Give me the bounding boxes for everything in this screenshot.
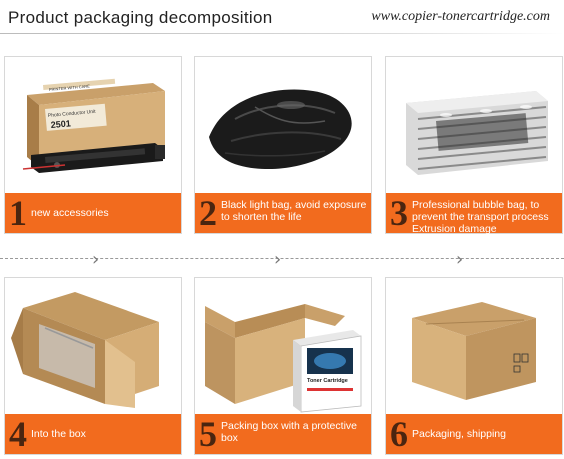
step-band-1: 1 new accessories (5, 193, 181, 233)
box-label: Photo Conductor Unit (48, 109, 97, 119)
row-divider (0, 258, 564, 260)
step-caption: Packing box with a protective box (221, 420, 357, 444)
page-header: Product packaging decomposition www.copi… (0, 0, 564, 36)
header-divider (0, 33, 564, 34)
step-band-6: 6 Packaging, shipping (386, 414, 562, 454)
step-band-3: 3 Professional bubble bag, to prevent th… (386, 193, 562, 235)
step-card-6: 6 Packaging, shipping (385, 277, 563, 455)
step-band-5: 5 Packing box with a protective box (195, 414, 371, 454)
step-caption: new accessories (31, 207, 109, 219)
photo-bubble-bag (386, 57, 562, 193)
step-caption: Black light bag, avoid exposure to short… (221, 199, 367, 223)
page-title: Product packaging decomposition (8, 8, 273, 27)
photo-packing-box: Toner Cartridge (195, 278, 371, 414)
toner-box-label: Toner Cartridge (307, 378, 348, 384)
box-model: 2501 (50, 118, 71, 130)
step-caption: Professional bubble bag, to prevent the … (412, 199, 549, 235)
box-brand-strip: PRINTER WITH CARE (49, 83, 91, 92)
step-number: 1 (9, 193, 27, 233)
step-number: 3 (390, 193, 408, 233)
step-card-3: 3 Professional bubble bag, to prevent th… (385, 56, 563, 235)
step-card-1: PRINTER WITH CARE Photo Conductor Unit 2… (4, 56, 182, 234)
website-url[interactable]: www.copier-tonercartridge.com (371, 9, 550, 24)
step-band-4: 4 Into the box (5, 414, 181, 454)
photo-sealed-box (386, 278, 562, 414)
chevron-right-icon: › (456, 249, 464, 270)
step-number: 4 (9, 414, 27, 454)
step-card-5: Toner Cartridge 5 Packing box with a pro… (194, 277, 372, 455)
step-number: 5 (199, 414, 217, 454)
step-caption: Into the box (31, 428, 86, 440)
step-card-2: 2 Black light bag, avoid exposure to sho… (194, 56, 372, 234)
step-caption: Packaging, shipping (412, 428, 506, 440)
step-card-4: 4 Into the box (4, 277, 182, 455)
photo-black-bag (195, 57, 371, 193)
chevron-right-icon: › (92, 249, 100, 270)
step-number: 2 (199, 193, 217, 233)
step-number: 6 (390, 414, 408, 454)
step-band-2: 2 Black light bag, avoid exposure to sho… (195, 193, 371, 233)
photo-into-box (5, 278, 181, 414)
chevron-right-icon: › (274, 249, 282, 270)
photo-drum-unit-box: PRINTER WITH CARE Photo Conductor Unit 2… (5, 57, 181, 193)
